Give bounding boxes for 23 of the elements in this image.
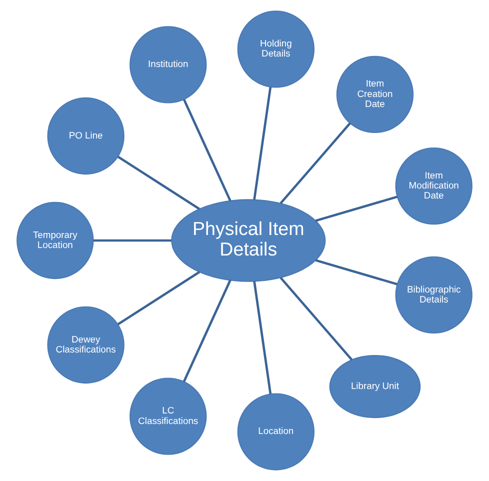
connector bbox=[182, 280, 232, 382]
node-circle: Holding Details bbox=[237, 10, 315, 88]
node-ellipse: Physical Item Details bbox=[171, 199, 326, 282]
node-circle: Dewey Classifications bbox=[47, 306, 124, 384]
node-ellipse: Library Unit bbox=[329, 355, 421, 418]
connector bbox=[280, 122, 351, 204]
connector bbox=[253, 281, 272, 394]
connector bbox=[315, 196, 398, 222]
node-circle: PO Line bbox=[47, 97, 124, 175]
connector bbox=[93, 239, 172, 242]
node-circle: Location bbox=[237, 393, 315, 470]
node-circle: Item Creation Date bbox=[336, 56, 414, 134]
node-circle: Item Modification Date bbox=[395, 147, 472, 225]
node-circle: Institution bbox=[130, 26, 207, 104]
connector bbox=[280, 276, 353, 361]
node-circle: Bibliographic Details bbox=[395, 256, 472, 334]
connector bbox=[117, 271, 200, 326]
connector bbox=[182, 98, 232, 202]
connector bbox=[117, 156, 200, 210]
connector bbox=[253, 86, 272, 200]
node-circle: Temporary Location bbox=[16, 202, 94, 280]
node-circle: LC Classifications bbox=[130, 378, 207, 455]
connector bbox=[315, 259, 398, 286]
